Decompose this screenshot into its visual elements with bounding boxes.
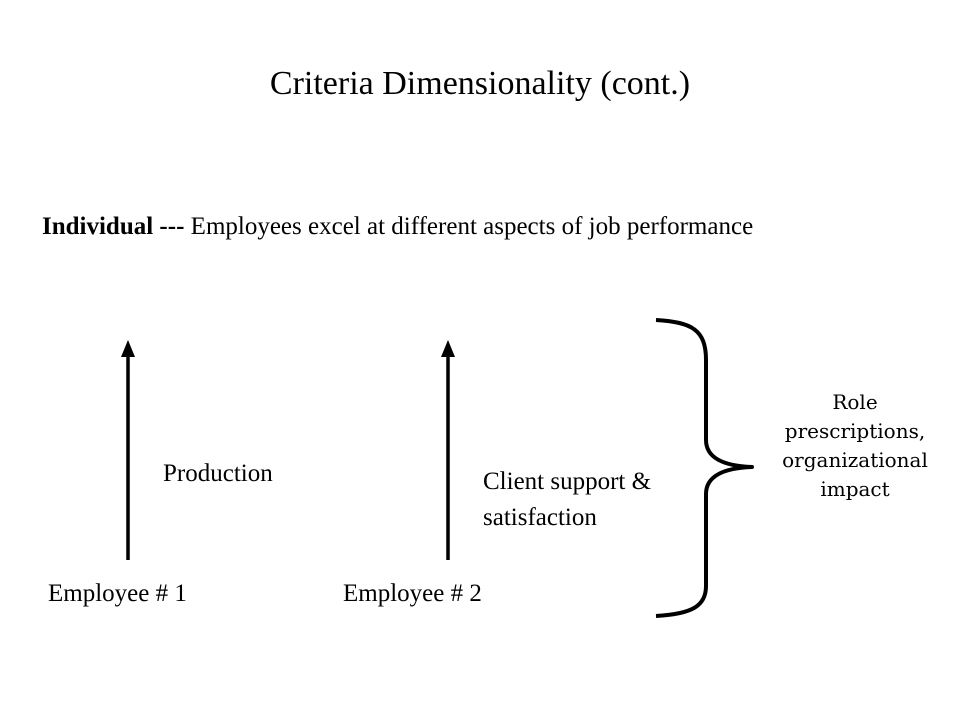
dimension-client-support-label: Client support & satisfaction: [483, 468, 652, 531]
employee-2-label: Employee # 2: [343, 580, 482, 607]
dimension-production-label: Production: [163, 460, 273, 487]
slide-title: Criteria Dimensionality (cont.): [269, 65, 691, 102]
arrow-employee-2: [441, 340, 455, 560]
slide-subtitle: Individual --- Employees excel at differ…: [42, 208, 842, 246]
subtitle-lead: Individual ---: [42, 213, 185, 240]
employee-1-label: Employee # 1: [48, 580, 187, 607]
subtitle-text: Employees excel at different aspects of …: [184, 213, 754, 240]
brace-annotation: Role prescriptions, organizational impac…: [782, 390, 928, 501]
arrow-employee-1: [121, 340, 135, 560]
